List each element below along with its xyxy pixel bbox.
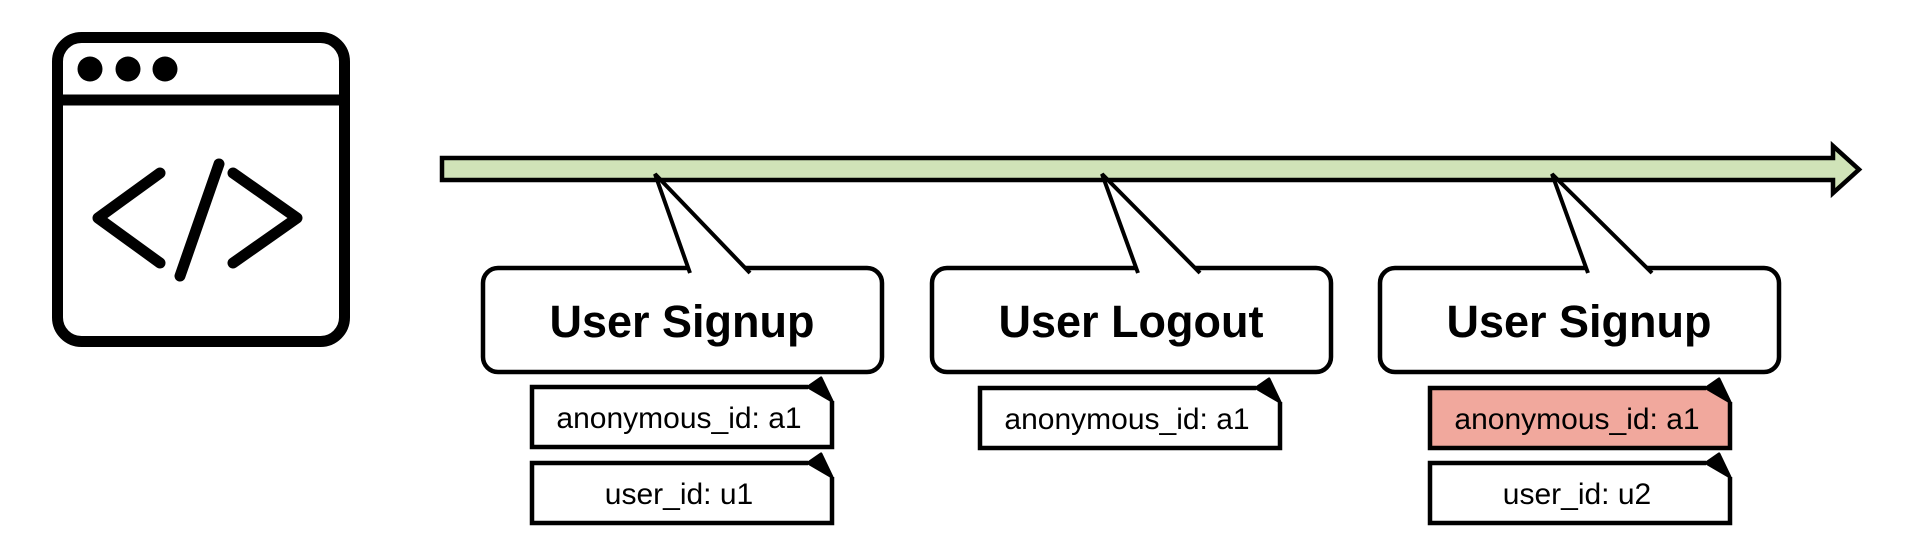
callout-tail xyxy=(1550,172,1654,275)
tag-box xyxy=(529,460,835,526)
attribute-tag-user-id-3: user_id: u2 xyxy=(1427,452,1733,526)
attribute-tag-anonymous-id-1: anonymous_id: a1 xyxy=(529,376,835,450)
event-box xyxy=(929,265,1334,375)
browser-window-frame xyxy=(52,32,350,347)
tag-label: user_id: u2 xyxy=(1503,478,1651,511)
tag-label: anonymous_id: a1 xyxy=(1004,403,1249,436)
tag-fold-icon xyxy=(1254,377,1282,404)
attribute-tag-anonymous-id-3-highlighted: anonymous_id: a1 xyxy=(1427,377,1733,451)
code-icon xyxy=(92,158,303,282)
timeline-arrow xyxy=(439,140,1863,199)
tag-box xyxy=(529,384,835,450)
event-title: User Signup xyxy=(1446,296,1711,347)
event-title: User Logout xyxy=(999,296,1264,347)
attribute-tag-user-id-1: user_id: u1 xyxy=(529,452,835,526)
tag-fold-icon xyxy=(806,452,834,479)
event-box xyxy=(480,265,885,375)
event-box xyxy=(1377,265,1782,375)
tag-label: anonymous_id: a1 xyxy=(1454,403,1699,436)
browser-code-icon xyxy=(52,32,350,347)
tag-label: anonymous_id: a1 xyxy=(556,402,801,435)
tag-fold-icon xyxy=(1704,452,1732,479)
tag-fold-icon xyxy=(806,376,834,403)
event-callout-logout: User Logout xyxy=(929,172,1334,375)
tag-box xyxy=(1427,385,1733,451)
tag-box xyxy=(1427,460,1733,526)
attribute-tag-anonymous-id-2: anonymous_id: a1 xyxy=(977,377,1283,451)
event-callout-signup-1: User Signup xyxy=(480,172,885,375)
callout-tail xyxy=(1100,172,1202,275)
tag-label: user_id: u1 xyxy=(605,478,753,511)
browser-titlebar-dots-icon xyxy=(77,56,178,82)
tag-fold-icon xyxy=(1704,377,1732,404)
event-callout-signup-2: User Signup xyxy=(1377,172,1782,375)
tag-box xyxy=(977,385,1283,451)
event-title: User Signup xyxy=(549,296,814,347)
callout-tail xyxy=(653,172,752,275)
